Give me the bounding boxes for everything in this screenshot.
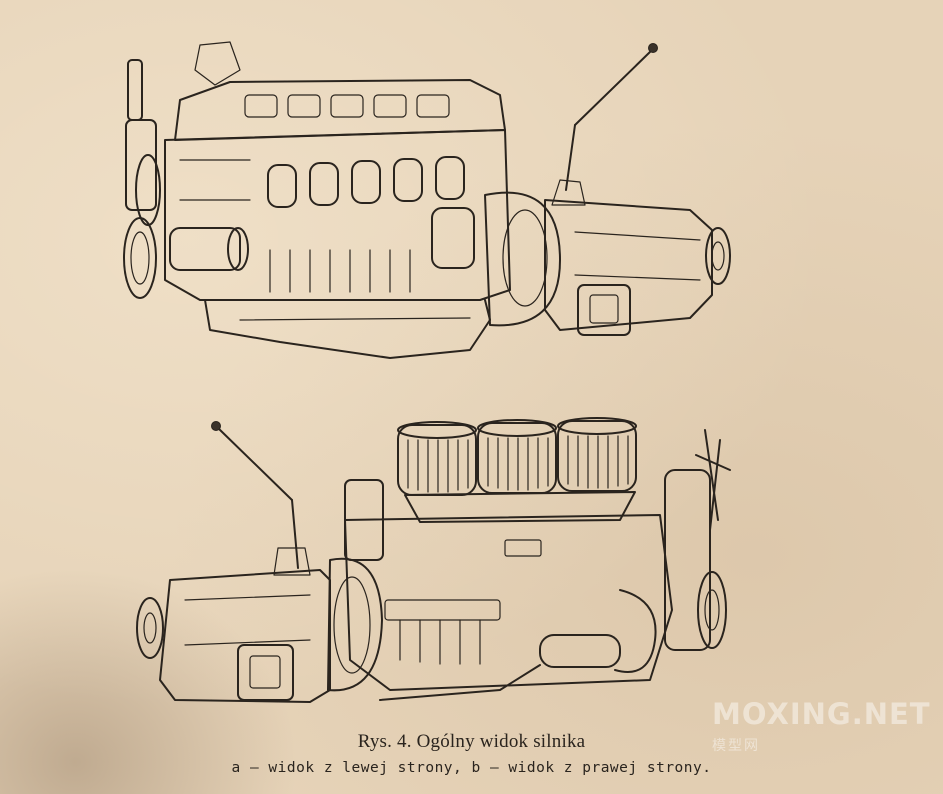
gear-lever <box>565 124 576 191</box>
fan-assembly <box>614 429 731 673</box>
gear-lever-knob-b <box>211 421 221 431</box>
watermark-text: MOXING.NET <box>712 697 931 731</box>
gearbox-b <box>136 547 331 703</box>
oil-pan <box>204 299 491 359</box>
air-filters <box>397 417 637 523</box>
watermark-subtext: 模型网 <box>712 738 760 754</box>
engine-block <box>164 129 511 301</box>
gear-lever-knob <box>648 43 658 53</box>
engine-right-side-view <box>136 417 731 703</box>
gearbox <box>544 179 731 336</box>
cylinder-head <box>174 41 506 141</box>
bell-housing <box>484 191 561 327</box>
oil-filter <box>379 634 621 701</box>
figure-caption-title: Rys. 4. Ogólny widok silnika <box>357 731 586 752</box>
front-pulleys <box>123 59 161 299</box>
engine-block-b <box>344 479 673 691</box>
bell-housing-b <box>327 557 383 692</box>
figure-caption-subtitle: a — widok z lewej strony, b — widok z pr… <box>231 760 712 776</box>
gear-lever-b <box>217 427 293 501</box>
engine-left-side-view <box>123 41 731 359</box>
